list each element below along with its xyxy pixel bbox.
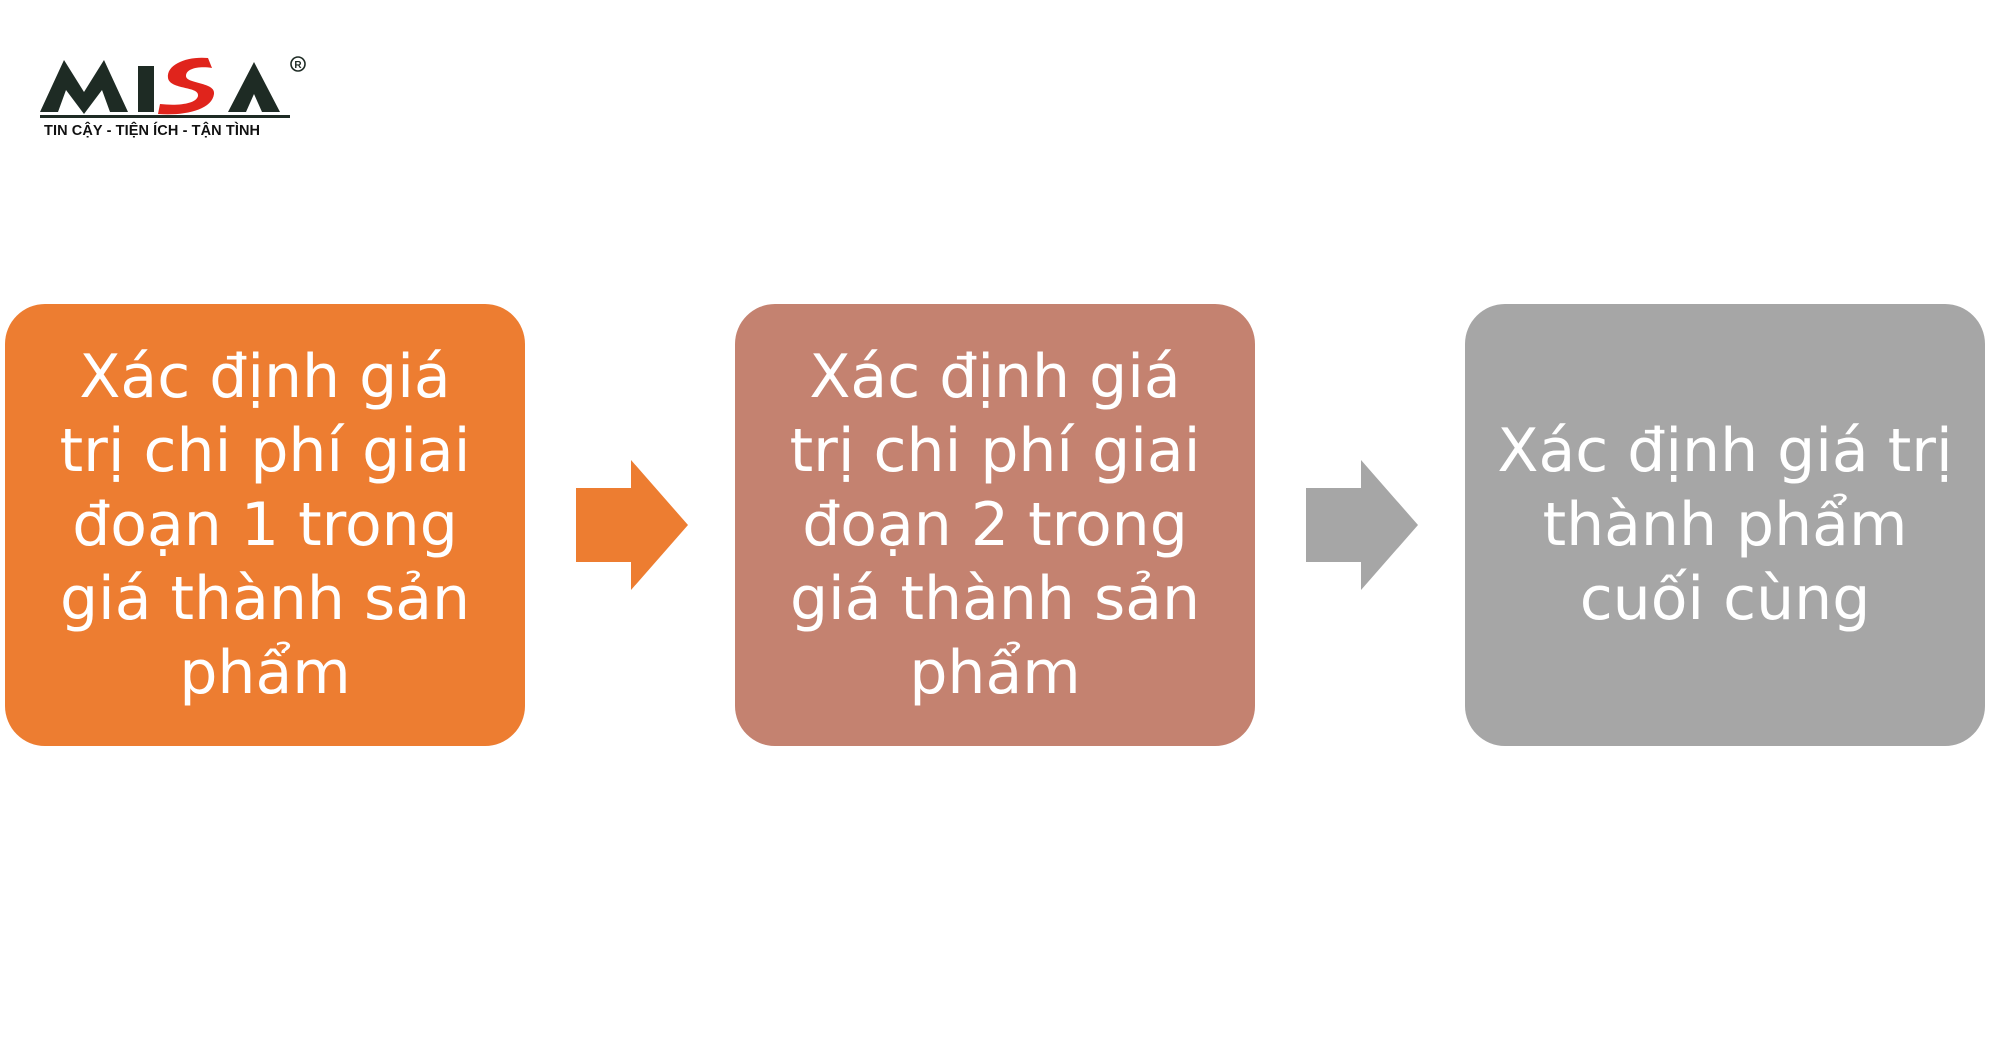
arrow-right-icon xyxy=(1306,460,1418,590)
logo-tagline: TIN CẬY - TIỆN ÍCH - TẬN TÌNH xyxy=(44,123,261,139)
step-2-text: Xác định giá trị chi phí giai đoạn 2 tro… xyxy=(789,342,1201,708)
misa-logo: R TIN CẬY - TIỆN ÍCH - TẬN TÌNH xyxy=(40,52,320,152)
arrow-right-icon xyxy=(576,460,688,590)
step-1-text: Xác định giá trị chi phí giai đoạn 1 tro… xyxy=(59,342,471,708)
step-3-box: Xác định giá trị thành phẩm cuối cùng xyxy=(1465,304,1985,746)
misa-logo-mark: R xyxy=(40,56,306,118)
step-2-box: Xác định giá trị chi phí giai đoạn 2 tro… xyxy=(735,304,1255,746)
svg-text:R: R xyxy=(294,60,302,71)
step-1-box: Xác định giá trị chi phí giai đoạn 1 tro… xyxy=(5,304,525,746)
step-3-text: Xác định giá trị thành phẩm cuối cùng xyxy=(1497,416,1953,634)
